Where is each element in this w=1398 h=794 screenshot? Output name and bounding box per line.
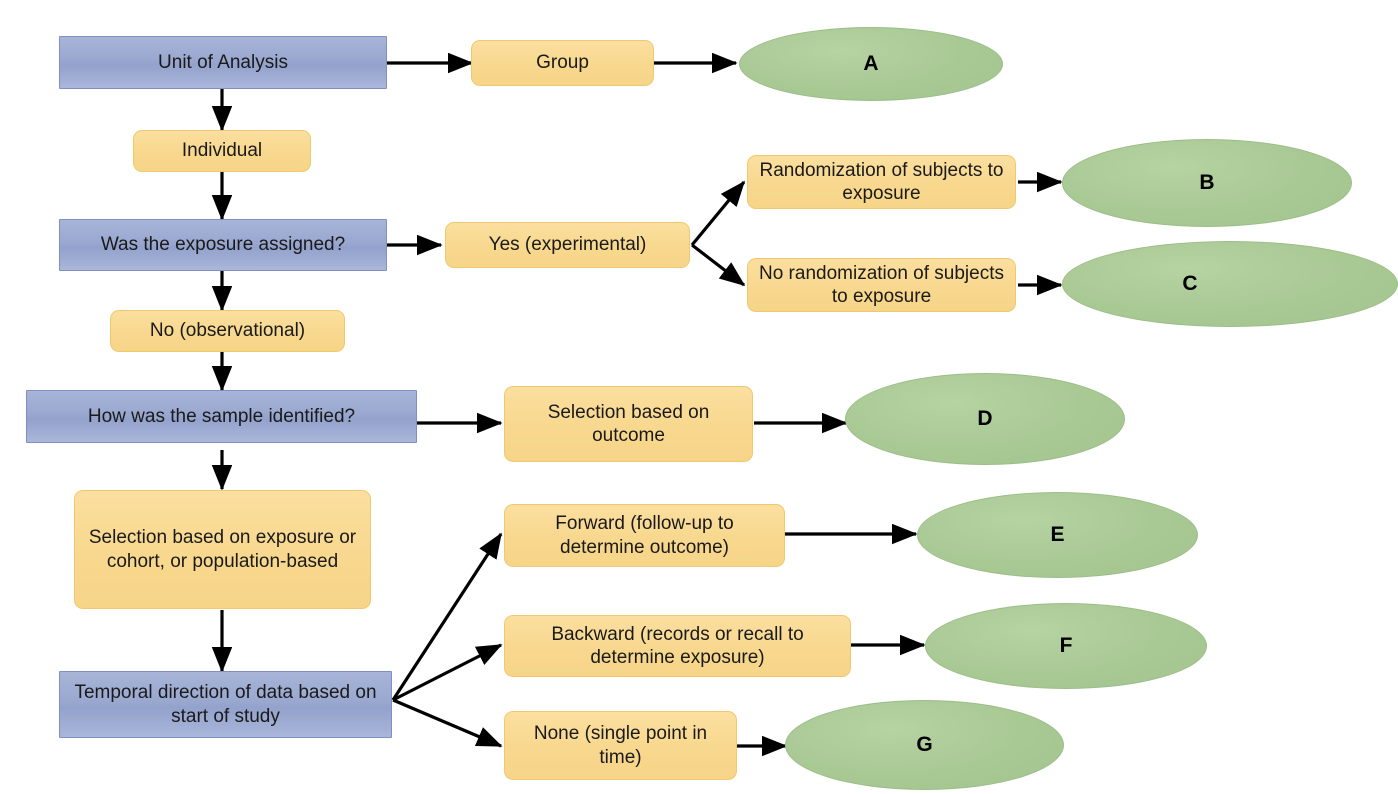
outcome-label: A <box>863 52 879 76</box>
node-forward[interactable]: Forward (follow-up to determine outcome) <box>504 504 785 567</box>
node-no-randomization[interactable]: No randomization of subjects to exposure <box>747 258 1016 312</box>
node-label: How was the sample identified? <box>87 405 356 427</box>
node-label: Unit of Analysis <box>158 51 288 73</box>
node-label: Selection based on exposure or cohort, o… <box>88 527 357 572</box>
node-unit-of-analysis[interactable]: Unit of Analysis <box>59 36 387 89</box>
node-label: Forward (follow-up to determine outcome) <box>555 513 734 558</box>
edge-temporal-to-forward <box>391 532 503 701</box>
node-label: Was the exposure assigned? <box>100 234 346 256</box>
node-label: Backward (records or recall to determine… <box>551 623 804 668</box>
outcome-d[interactable]: D <box>845 373 1125 465</box>
outcome-label: B <box>1199 171 1215 195</box>
node-none-single-point[interactable]: None (single point in time) <box>504 711 737 780</box>
node-label: Selection based on outcome <box>547 401 710 446</box>
node-group[interactable]: Group <box>471 40 654 86</box>
outcome-label: D <box>977 407 993 431</box>
edge-temporal-to-backward <box>392 643 503 702</box>
outcome-c[interactable]: C <box>1062 241 1398 327</box>
outcome-a[interactable]: A <box>739 27 1003 101</box>
node-temporal-direction[interactable]: Temporal direction of data based on star… <box>59 671 392 738</box>
node-label: No randomization of subjects to exposure <box>758 262 1004 307</box>
edge-yes-to-randomization <box>690 180 746 247</box>
node-randomization[interactable]: Randomization of subjects to exposure <box>747 155 1016 209</box>
node-label: Temporal direction of data based on star… <box>74 682 377 727</box>
outcome-label: F <box>1059 634 1073 658</box>
node-no-observational[interactable]: No (observational) <box>110 310 345 352</box>
node-label: None (single point in time) <box>533 723 708 768</box>
node-label: Randomization of subjects to exposure <box>759 159 1004 204</box>
outcome-b[interactable]: B <box>1062 139 1352 227</box>
node-yes-experimental[interactable]: Yes (experimental) <box>445 222 690 268</box>
node-label: No (observational) <box>149 320 306 342</box>
node-how-sample-identified[interactable]: How was the sample identified? <box>26 390 417 443</box>
outcome-e[interactable]: E <box>917 492 1198 578</box>
outcome-label: C <box>1182 272 1198 296</box>
outcome-label: E <box>1050 523 1065 547</box>
edge-temporal-to-none <box>392 698 503 748</box>
outcome-f[interactable]: F <box>925 603 1207 689</box>
node-label: Group <box>536 52 589 74</box>
node-individual[interactable]: Individual <box>133 130 311 172</box>
outcome-label: G <box>916 733 933 757</box>
node-label: Yes (experimental) <box>488 234 647 256</box>
outcome-g[interactable]: G <box>785 700 1064 790</box>
node-was-exposure-assigned[interactable]: Was the exposure assigned? <box>59 219 387 271</box>
node-selection-based-on-exposure[interactable]: Selection based on exposure or cohort, o… <box>74 490 371 609</box>
edge-yes-to-norandomization <box>691 243 746 287</box>
node-label: Individual <box>181 140 263 162</box>
node-selection-based-on-outcome[interactable]: Selection based on outcome <box>504 386 753 462</box>
node-backward[interactable]: Backward (records or recall to determine… <box>504 615 851 677</box>
